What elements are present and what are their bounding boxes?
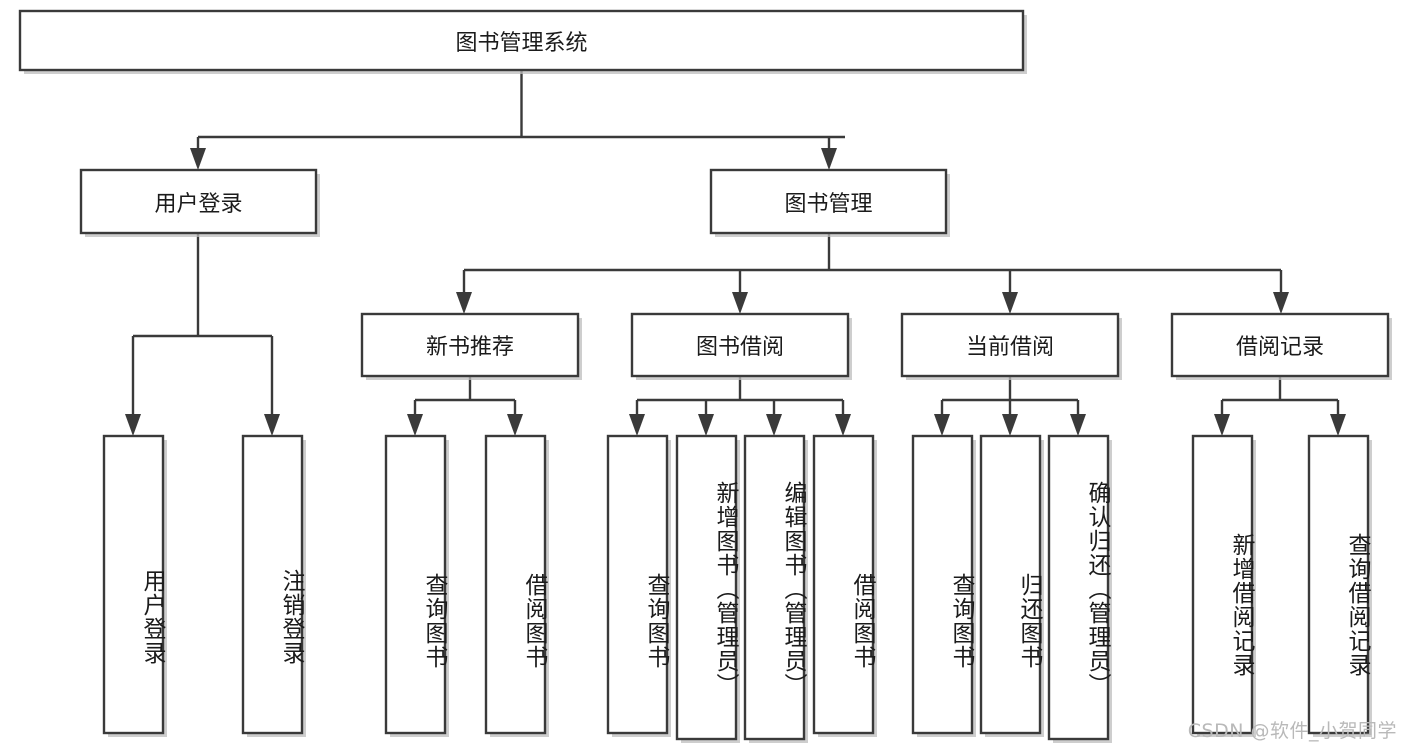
leaf-box[interactable] [1307,434,1372,737]
node-borrow-record[interactable] [1170,312,1392,380]
leaf-box[interactable] [979,434,1044,737]
node-root[interactable] [18,9,1027,74]
node-current-borrow[interactable] [900,312,1122,380]
leaf-box[interactable] [241,434,306,737]
node-book-borrow[interactable] [630,312,852,380]
node-book-management[interactable] [709,168,950,237]
leaf-box[interactable] [1191,434,1256,737]
leaf-box[interactable] [743,434,808,743]
connector-group-root-to-level2 [196,70,845,155]
connector-group-bookborrow-to-leaves [635,376,845,421]
connector-group-bookmgmt-to-level3 [462,233,1283,298]
connector-group-borrowrecord-to-leaves [1220,376,1340,421]
connector-group-currentborrow-to-leaves [940,376,1080,421]
leaf-box[interactable] [384,434,449,737]
node-user-login[interactable] [79,168,320,237]
leaf-box[interactable] [484,434,549,737]
leaf-box[interactable] [102,434,167,737]
leaf-box[interactable] [1047,434,1112,743]
leaf-box[interactable] [606,434,671,737]
connector-group-newbook-to-leaves [413,376,517,421]
leaf-box[interactable] [675,434,740,743]
leaf-box[interactable] [812,434,877,737]
connector-group-userlogin-to-leaves [131,233,274,421]
arrowheads [125,148,1346,436]
node-new-book-recommend[interactable] [360,312,582,380]
leaf-box[interactable] [911,434,976,737]
